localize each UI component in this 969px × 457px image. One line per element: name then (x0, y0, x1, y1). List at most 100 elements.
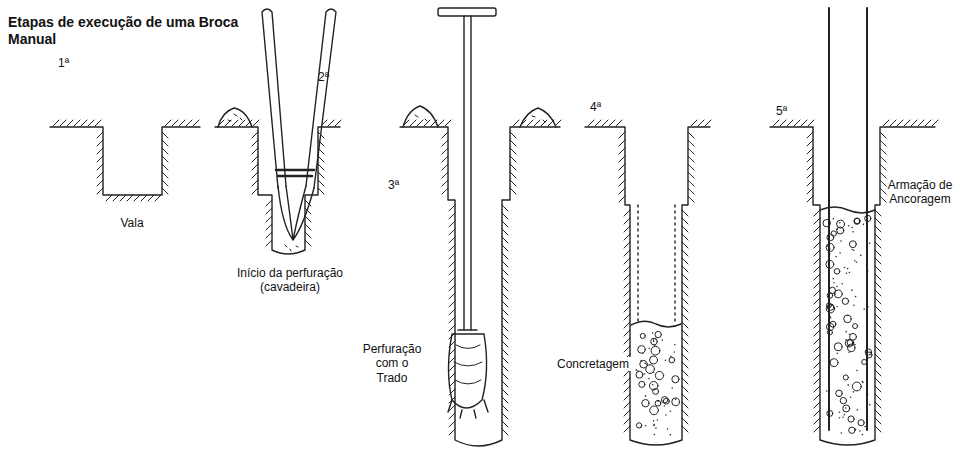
soil-hatching (619, 164, 625, 170)
soil-hatching (918, 120, 924, 126)
soil-hatching (502, 389, 508, 395)
soil-hatching (162, 140, 168, 146)
concrete-aggregate (853, 304, 855, 306)
soil-hatching (165, 120, 171, 126)
soil-hatching (179, 120, 185, 126)
soil-hatching (875, 354, 881, 360)
soil-hatching (682, 242, 688, 248)
soil-hatching (880, 156, 886, 162)
concrete-aggregate (842, 417, 844, 419)
soil-hatching (875, 274, 881, 280)
soil-hatching (502, 285, 508, 291)
soil-hatching (449, 381, 455, 387)
soil-hatching (449, 349, 455, 355)
soil-hatching (875, 394, 881, 400)
soil-hatching (875, 282, 881, 288)
soil-hatching (318, 132, 324, 138)
soil-hatching (53, 120, 938, 435)
soil-hatching (688, 140, 694, 146)
soil-hatching (880, 188, 886, 194)
soil-hatching (814, 266, 820, 272)
concrete-aggregate (637, 370, 639, 372)
soil-hatching (510, 188, 516, 194)
soil-hatching (266, 200, 272, 206)
soil-hatching (88, 120, 94, 126)
concrete-aggregate (839, 417, 841, 419)
concrete-aggregate (845, 331, 847, 333)
soil-hatching (682, 378, 688, 384)
soil-hatching (252, 140, 258, 146)
soil-hatching (875, 418, 881, 424)
soil-hatching (814, 386, 820, 392)
soil-pile (520, 108, 556, 127)
soil-hatching (318, 156, 324, 162)
concrete-aggregate (844, 315, 851, 322)
soil-hatching (162, 180, 168, 186)
concrete-aggregate (826, 323, 833, 330)
soil-hatching (814, 346, 820, 352)
soil-hatching (148, 195, 154, 201)
soil-hatching (510, 148, 516, 154)
digger-blade (278, 186, 314, 240)
concrete-aggregate (860, 255, 862, 257)
concrete-aggregate (669, 357, 675, 363)
digger-handle (306, 9, 336, 188)
soil-hatching (520, 120, 526, 126)
soil-hatching (305, 240, 311, 246)
soil-hatching (814, 362, 820, 368)
soil-hatching (502, 229, 508, 235)
concrete-aggregate (667, 428, 669, 430)
soil-hatching (814, 226, 820, 232)
soil-hatching (624, 394, 630, 400)
concrete-aggregate (847, 268, 849, 270)
soil-hatching (305, 208, 311, 214)
concrete-aggregate (843, 405, 850, 412)
soil-hatching (875, 250, 881, 256)
soil-hatching (814, 250, 820, 256)
stage-3-auger (400, 127, 560, 446)
soil-hatching (266, 216, 272, 222)
soil-hatching (534, 120, 540, 126)
concrete-aggregate (653, 339, 655, 341)
soil-hatching (814, 322, 820, 328)
soil-hatching (502, 261, 508, 267)
soil-hatching (442, 140, 448, 146)
concrete-aggregate (829, 287, 835, 293)
soil-hatching (682, 418, 688, 424)
concrete-aggregate (642, 400, 649, 407)
soil-hatching (410, 120, 416, 126)
soil-hatching (424, 120, 430, 126)
concrete-aggregate (644, 363, 646, 365)
soil-hatching (619, 188, 625, 194)
soil-hatching (510, 156, 516, 162)
concrete-aggregate (670, 434, 672, 436)
concrete-aggregate (648, 347, 650, 349)
concrete-aggregate (823, 215, 872, 435)
soil-hatching (807, 132, 813, 138)
soil-hatching (502, 309, 508, 315)
soil-hatching (624, 426, 630, 432)
soil-pile (403, 106, 438, 127)
soil-hatching (875, 298, 881, 304)
soil-hatching (252, 132, 258, 138)
soil-hatching (502, 269, 508, 275)
soil-hatching (502, 245, 508, 251)
digger-handle (262, 9, 286, 188)
soil-hatching (911, 120, 917, 126)
soil-hatching (624, 210, 630, 216)
concrete-aggregate (854, 260, 856, 262)
soil-hatching (624, 282, 630, 288)
soil-hatching (619, 148, 625, 154)
soil-hatching (698, 120, 704, 126)
diagram-title: Etapas de execução de uma Broca Manual (8, 14, 258, 48)
part-label: Vala (120, 216, 143, 230)
soil-hatching (773, 120, 779, 126)
soil-hatching (252, 188, 258, 194)
soil-hatching (682, 370, 688, 376)
soil-hatching (688, 172, 694, 178)
soil-hatching (688, 132, 694, 138)
soil-hatching (449, 277, 455, 283)
soil-hatching (81, 120, 87, 126)
soil-hatching (814, 410, 820, 416)
soil-hatching (624, 258, 630, 264)
